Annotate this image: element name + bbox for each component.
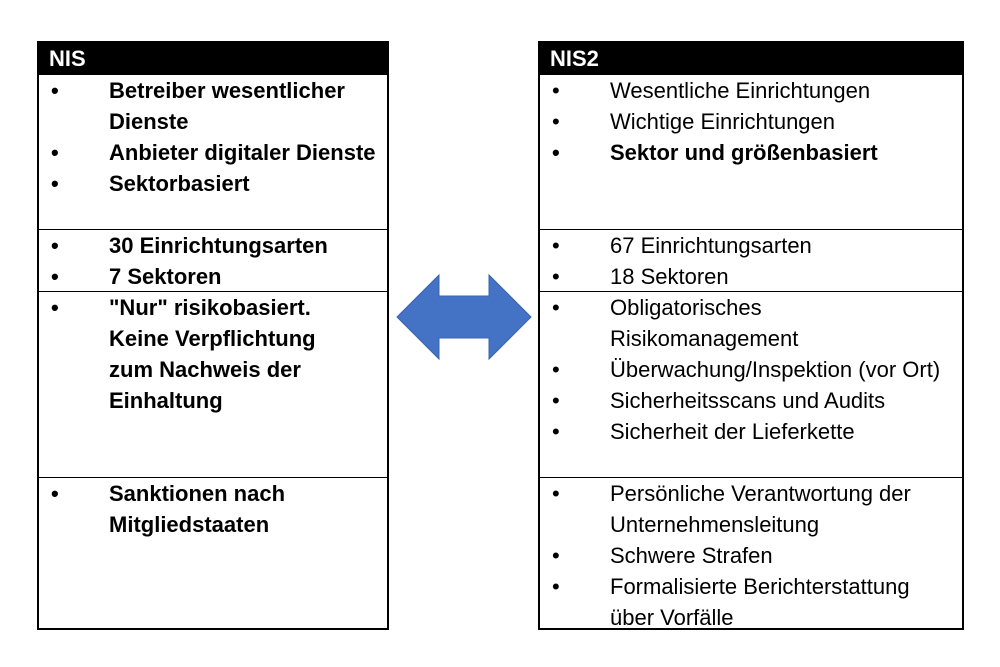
list-item: 67 Einrichtungsarten	[540, 230, 962, 261]
double-arrow-icon	[396, 274, 532, 361]
list-item: Sektorbasiert	[39, 168, 387, 199]
list-item: Sektor und größenbasiert	[540, 137, 962, 168]
nis2-row-risk: Obligatorisches Risikomanagement Überwac…	[540, 291, 962, 477]
nis-table: NIS Betreiber wesentlicher Dienste Anbie…	[37, 41, 389, 630]
list-item: Anbieter digitaler Dienste	[39, 137, 387, 168]
list-item: 18 Sektoren	[540, 261, 962, 292]
nis-header: NIS	[39, 43, 387, 74]
list-item: "Nur" risikobasiert. Keine Verpflichtung…	[39, 292, 387, 416]
list-item: Sanktionen nach Mitgliedstaaten	[39, 478, 387, 540]
nis2-row-count: 67 Einrichtungsarten 18 Sektoren	[540, 229, 962, 292]
list-item: Überwachung/Inspektion (vor Ort)	[540, 354, 962, 385]
list-item: Persönliche Verantwortung der Unternehme…	[540, 478, 962, 540]
nis2-table: NIS2 Wesentliche Einrichtungen Wichtige …	[538, 41, 964, 630]
nis2-header: NIS2	[540, 43, 962, 74]
nis-row-count: 30 Einrichtungsarten 7 Sektoren	[39, 229, 387, 292]
nis-row-sanctions: Sanktionen nach Mitgliedstaaten	[39, 477, 387, 630]
list-item: Betreiber wesentlicher Dienste	[39, 75, 387, 137]
list-item: Sicherheit der Lieferkette	[540, 416, 962, 447]
list-item: 7 Sektoren	[39, 261, 387, 292]
list-item: Wesentliche Einrichtungen	[540, 75, 962, 106]
nis-row-risk: "Nur" risikobasiert. Keine Verpflichtung…	[39, 291, 387, 477]
nis-row-scope: Betreiber wesentlicher Dienste Anbieter …	[39, 74, 387, 229]
list-item: Formalisierte Berichterstattung über Vor…	[540, 571, 962, 633]
list-item: Sicherheitsscans und Audits	[540, 385, 962, 416]
nis2-row-sanctions: Persönliche Verantwortung der Unternehme…	[540, 477, 962, 630]
list-item: 30 Einrichtungsarten	[39, 230, 387, 261]
list-item: Schwere Strafen	[540, 540, 962, 571]
list-item: Obligatorisches Risikomanagement	[540, 292, 962, 354]
nis2-row-scope: Wesentliche Einrichtungen Wichtige Einri…	[540, 74, 962, 229]
list-item: Wichtige Einrichtungen	[540, 106, 962, 137]
